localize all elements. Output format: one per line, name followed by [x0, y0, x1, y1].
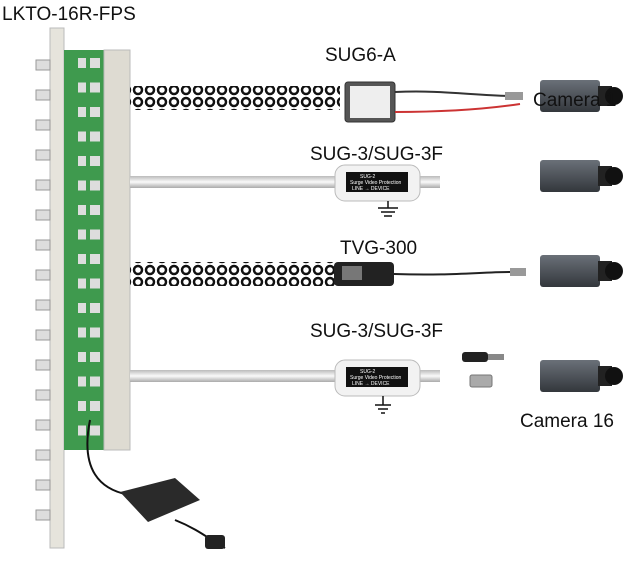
panel-label: LKTO-16R-FPS — [2, 4, 136, 25]
coax-cable-1 — [130, 176, 340, 188]
bnc-port — [35, 149, 51, 161]
ground-icon — [375, 396, 391, 414]
pcb-component — [78, 401, 86, 411]
bnc-port — [35, 59, 51, 71]
camera — [540, 360, 623, 392]
sug3-label-2: SUG-3/SUG-3F — [310, 321, 443, 342]
pcb-component — [78, 131, 86, 142]
bnc-port — [35, 209, 51, 221]
bnc-port — [35, 239, 51, 251]
pcb-component — [78, 303, 86, 313]
device-model-text: SUG-2 — [360, 174, 376, 180]
pcb-component — [90, 180, 100, 191]
device-desc-text: Surge Video Protection — [350, 180, 402, 186]
bnc-port — [35, 479, 51, 491]
twisted-pair-cable-1 — [130, 86, 340, 110]
patch-panel — [35, 27, 131, 549]
pcb-component — [78, 327, 86, 338]
ground-icon — [378, 201, 398, 217]
bnc-port — [35, 329, 51, 341]
bnc-port — [35, 179, 51, 191]
bnc-port — [35, 509, 51, 521]
pcb-component — [90, 205, 100, 215]
camera — [540, 160, 623, 192]
pcb-component — [78, 82, 86, 93]
bnc-port — [35, 389, 51, 401]
pcb-component — [90, 376, 100, 387]
sug6a-device — [344, 81, 523, 123]
camera-1-label: Camera 1 — [533, 90, 616, 111]
pcb-component — [90, 131, 100, 142]
pcb-component — [90, 107, 100, 117]
camera — [540, 80, 623, 112]
device-dir-text: LINE → DEVICE — [352, 381, 390, 387]
sug3-label-1: SUG-3/SUG-3F — [310, 144, 443, 165]
pcb-component — [78, 205, 86, 215]
coax-cable-1-out — [420, 176, 440, 188]
bnc-port — [35, 449, 51, 461]
pcb-component — [90, 82, 100, 93]
coax-cable-2 — [130, 370, 340, 382]
bnc-port — [35, 419, 51, 431]
pcb-component — [90, 254, 100, 264]
pcb-component — [78, 58, 86, 68]
bnc-port — [35, 119, 51, 131]
pcb-component — [78, 254, 86, 264]
pcb-component — [78, 425, 86, 436]
sug3-device-2: SUG-2 Surge Video Protection LINE → DEVI… — [334, 359, 421, 414]
pcb-component — [90, 425, 100, 436]
sug6a-label: SUG6-A — [325, 45, 396, 66]
camera — [540, 255, 623, 287]
bnc-port — [35, 359, 51, 371]
pcb-component — [90, 58, 100, 68]
pcb-component — [90, 352, 100, 362]
bnc-port — [35, 299, 51, 311]
pcb-component — [90, 327, 100, 338]
pcb-component — [90, 156, 100, 166]
device-model-text: SUG-2 — [360, 369, 376, 375]
twisted-pair-cable-2 — [130, 262, 335, 286]
device-desc-text: Surge Video Protection — [350, 375, 402, 381]
pcb-component — [90, 401, 100, 411]
bnc-port — [35, 89, 51, 101]
pcb-component — [78, 376, 86, 387]
pcb-component — [78, 229, 86, 240]
bnc-port — [35, 269, 51, 281]
pcb-component — [78, 107, 86, 117]
pcb-component — [78, 278, 86, 289]
pcb-component — [78, 180, 86, 191]
pcb-component — [90, 303, 100, 313]
camera-16-label: Camera 16 — [520, 411, 614, 432]
pcb-component — [78, 156, 86, 166]
pcb-component — [90, 278, 100, 289]
coax-cable-2-out — [420, 370, 440, 382]
power-adapter — [86, 419, 226, 549]
tvg300-label: TVG-300 — [340, 238, 417, 259]
pcb-component — [90, 229, 100, 240]
bnc-connector — [469, 374, 493, 388]
pcb-component — [78, 352, 86, 362]
device-dir-text: LINE → DEVICE — [352, 186, 390, 192]
dc-plug — [462, 352, 504, 362]
sug3-device-1: SUG-2 Surge Video Protection LINE → DEVI… — [334, 164, 421, 217]
tvg300-device — [334, 262, 526, 286]
